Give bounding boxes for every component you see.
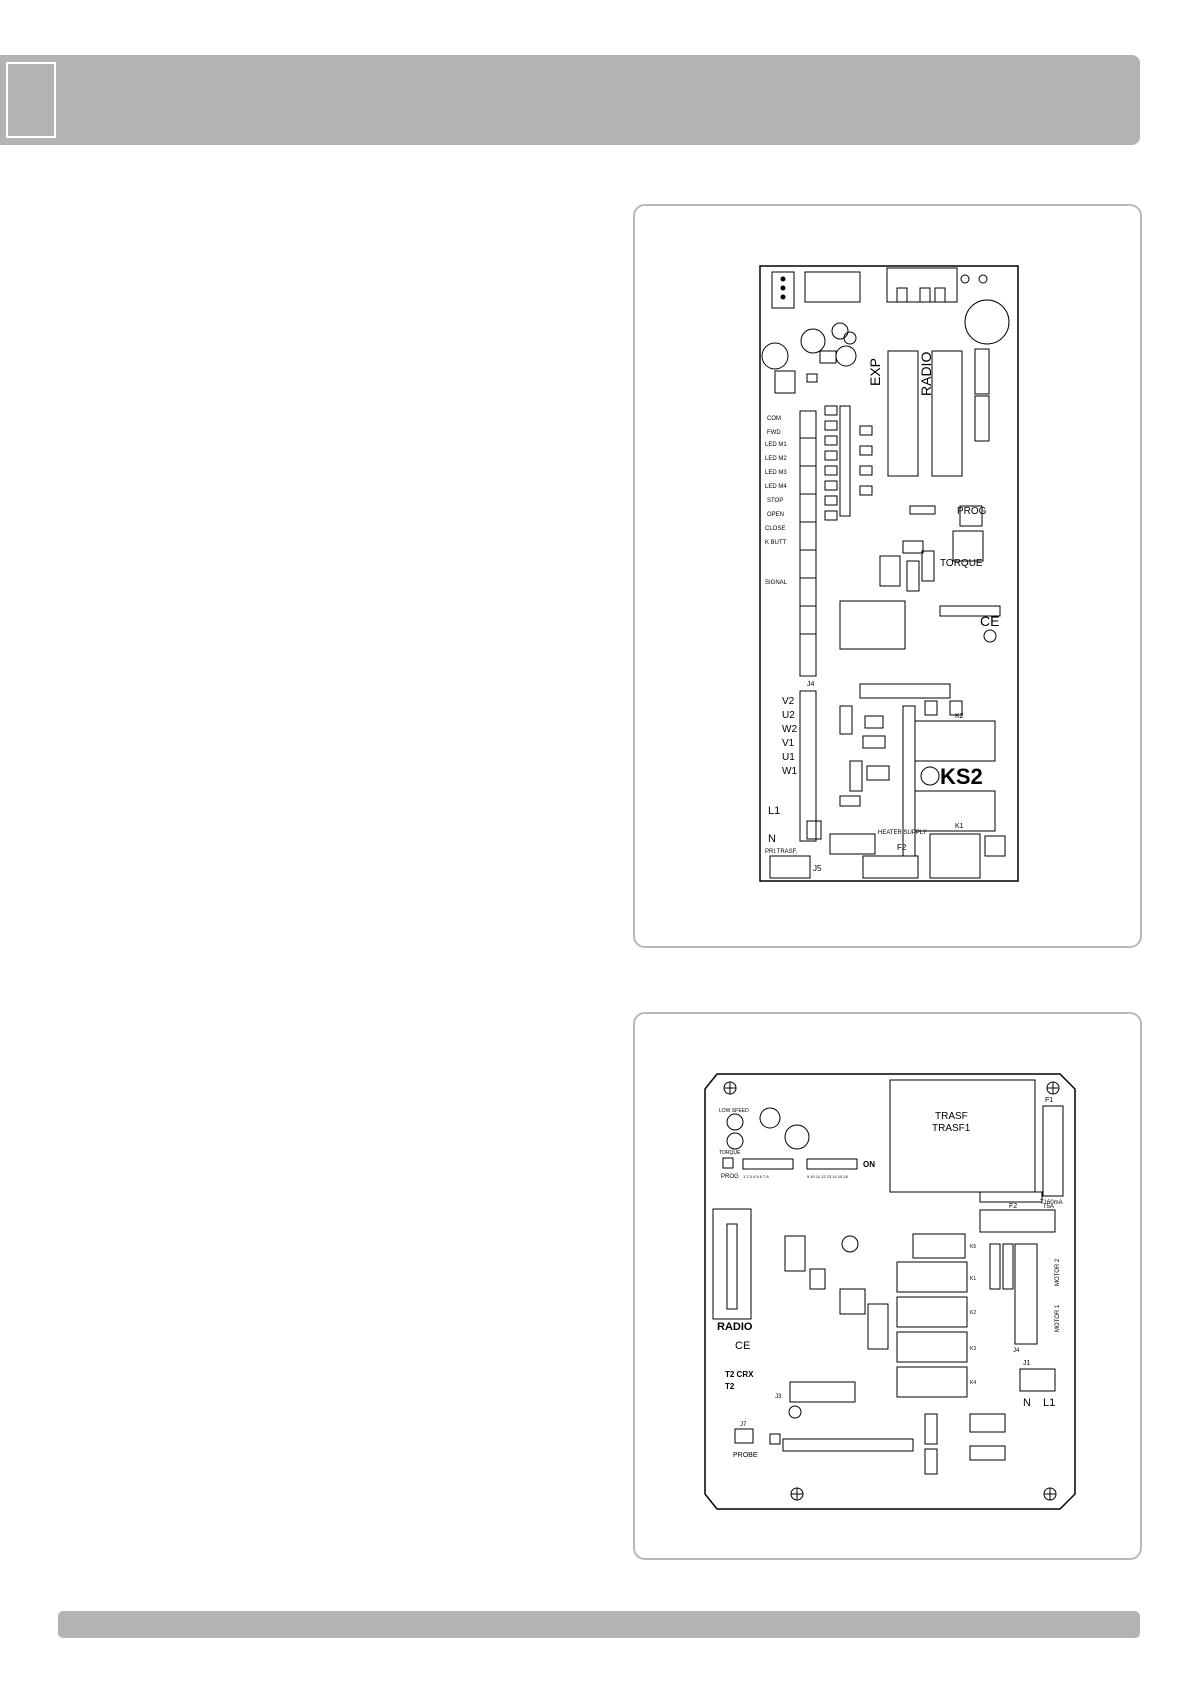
header-tab xyxy=(6,62,56,138)
board-label-n: N xyxy=(768,833,776,845)
board-label-j4: J4 xyxy=(807,681,815,688)
header-bar xyxy=(0,55,1140,145)
board-label-j7: J7 xyxy=(740,1422,747,1428)
board-label-torque: TORQUE xyxy=(940,558,983,569)
board-label-kbutt: K BUTT xyxy=(765,540,787,546)
board-label-stop: STOP xyxy=(767,498,783,504)
board-label-led-m4: LED M4 xyxy=(765,484,787,490)
board-label-led-m3: LED M3 xyxy=(765,470,787,476)
board-label-j4: J4 xyxy=(1013,1348,1020,1354)
board-label-dip-9-16: 9 10 11 12 13 14 15 16 xyxy=(807,1174,849,1179)
control-board-ks2-diagram: EXP RADIO PROG TORQUE CE COM FWD LED M1 … xyxy=(759,265,1019,882)
board-label-k2: K2 xyxy=(955,713,964,720)
board-label-on: ON xyxy=(863,1160,875,1169)
board-label-w1: W1 xyxy=(782,766,797,777)
board-label-k2: K2 xyxy=(970,1310,976,1316)
board-label-w2: W2 xyxy=(782,724,797,735)
board-label-k1: K1 xyxy=(955,823,964,830)
board-label-v1: V1 xyxy=(782,738,795,749)
board-label-v2: V2 xyxy=(782,696,795,707)
board-label-u1: U1 xyxy=(782,752,795,763)
board-label-low-speed: LOW SPEED xyxy=(719,1108,749,1114)
board-label-n: N xyxy=(1023,1397,1031,1409)
board-label-j3: J3 xyxy=(775,1394,782,1400)
board-label-probe: PROBE xyxy=(733,1452,758,1459)
board-label-f1: F1 xyxy=(1045,1097,1053,1104)
board-label-led-m2: LED M2 xyxy=(765,456,787,462)
board-label-motor2: MOTOR 2 xyxy=(1055,1258,1061,1286)
board-label-l1: L1 xyxy=(1043,1397,1055,1409)
board-label-led-m1: LED M1 xyxy=(765,442,787,448)
board-label-j5: J5 xyxy=(813,864,822,873)
figure-panel-top: EXP RADIO PROG TORQUE CE COM FWD LED M1 … xyxy=(633,204,1142,948)
board-label-close: CLOSE xyxy=(765,526,785,532)
board-label-radio: RADIO xyxy=(717,1321,753,1333)
board-label-t5a: T5A xyxy=(1043,1204,1054,1210)
board-label-torque: TORQUE xyxy=(719,1150,741,1156)
board-label-t2: T2 xyxy=(725,1382,735,1391)
board-label-ce: CE xyxy=(735,1340,750,1352)
board-label-trasf: TRASF xyxy=(935,1111,968,1122)
board-label-radio: RADIO xyxy=(918,352,934,396)
board-label-signal: SIGNAL xyxy=(765,580,788,586)
board-label-ce: CE xyxy=(980,613,999,629)
board-label-f2: F2 xyxy=(897,843,907,852)
footer-bar xyxy=(58,1611,1140,1638)
board-label-k1: K1 xyxy=(970,1276,976,1282)
board-label-exp: EXP xyxy=(867,358,883,386)
board-label-open: OPEN xyxy=(767,512,784,518)
board-label-f2: F2 xyxy=(1009,1203,1017,1210)
board-label-pri-trasf: PRI.TRASF. xyxy=(765,849,798,855)
board-label-heater-supply: HEATER SUPPLY xyxy=(878,830,927,836)
board-label-k3: K3 xyxy=(970,1346,976,1352)
board-label-fwd: FWD xyxy=(767,430,781,436)
board-label-com: COM xyxy=(767,416,781,422)
board-label-l1: L1 xyxy=(768,805,780,817)
board-label-ks2: KS2 xyxy=(940,764,983,789)
board-label-t160ma: T160mA xyxy=(1040,1200,1063,1206)
board-label-j1: J1 xyxy=(1023,1360,1031,1367)
board-label-motor1: MOTOR 1 xyxy=(1055,1304,1061,1332)
board-label-u2: U2 xyxy=(782,710,795,721)
board-label-t2-crx: T2 CRX xyxy=(725,1370,754,1379)
control-board-diagram: TRASF TRASF1 F1 T160mA F2 T5A LOW SPEED … xyxy=(704,1073,1076,1510)
board-label-dip-1-8: 1 2 3 4 5 6 7 8 xyxy=(743,1174,769,1179)
board-label-trasf1: TRASF1 xyxy=(932,1123,971,1134)
board-label-k4: K4 xyxy=(970,1380,976,1386)
board-label-prog: PROG xyxy=(721,1174,739,1180)
board-label-k5: K5 xyxy=(970,1244,976,1250)
figure-panel-bottom: TRASF TRASF1 F1 T160mA F2 T5A LOW SPEED … xyxy=(633,1012,1142,1560)
board-label-prog: PROG xyxy=(957,506,987,517)
